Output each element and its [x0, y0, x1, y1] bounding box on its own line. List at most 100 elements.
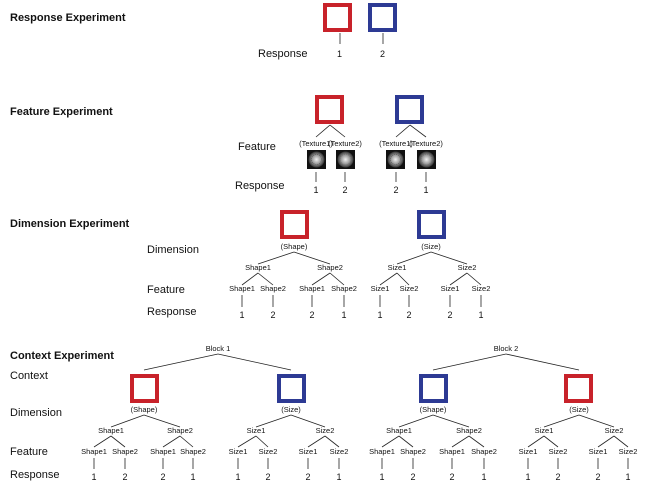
tree-edge — [398, 414, 434, 428]
tree-edge — [468, 435, 485, 448]
tree-edge — [162, 435, 181, 448]
response-value: 2 — [406, 310, 411, 320]
texture-label: (Texture1) — [379, 139, 413, 148]
blue-stimulus-square — [368, 3, 397, 32]
response-value: 1 — [423, 185, 428, 195]
feature-node: Shape2 — [180, 447, 206, 456]
response-value: 2 — [393, 185, 398, 195]
response-value: 2 — [265, 472, 270, 482]
texture-label: (Texture2) — [328, 139, 362, 148]
radial-texture-icon — [307, 150, 326, 169]
response-value: 1 — [478, 310, 483, 320]
response-value: 1 — [377, 310, 382, 320]
level2-node: Size1 — [247, 426, 266, 435]
response-value: 1 — [625, 472, 630, 482]
tree-edge — [255, 435, 269, 448]
context-experiment-section: Context Experiment Context Dimension Fea… — [10, 344, 637, 482]
radial-texture-icon — [417, 150, 436, 169]
dimension-row-label: Dimension — [147, 244, 199, 256]
feature-node: Size2 — [400, 284, 419, 293]
tree-edge — [237, 435, 257, 448]
tree-edge — [290, 414, 326, 428]
response-value: 2 — [447, 310, 452, 320]
red-stimulus-square — [323, 3, 352, 32]
response-value: 1 — [336, 472, 341, 482]
response-experiment-title: Response Experiment — [10, 12, 126, 24]
texture-label: (Texture2) — [409, 139, 443, 148]
response-value: 1 — [239, 310, 244, 320]
blue-stimulus-square — [277, 374, 306, 403]
dimension-label: (Shape) — [420, 405, 447, 414]
level2-node: Shape1 — [98, 426, 124, 435]
tree-edge — [329, 124, 346, 138]
response-value: 2 — [555, 472, 560, 482]
tree-edge — [143, 414, 181, 428]
dimension-label: (Size) — [281, 405, 301, 414]
tree-edge — [381, 435, 400, 448]
response-value: 2 — [122, 472, 127, 482]
response-value: 1 — [190, 472, 195, 482]
response-value: 2 — [410, 472, 415, 482]
response-row-label: Response — [10, 469, 60, 481]
level2-node: Shape2 — [317, 263, 343, 272]
tree-edge — [311, 272, 331, 286]
tree-edge — [315, 124, 331, 138]
feature-node: Shape2 — [112, 447, 138, 456]
level2-node: Size1 — [388, 263, 407, 272]
tree-edge — [293, 251, 331, 265]
feature-node: Size1 — [589, 447, 608, 456]
tree-edge — [143, 353, 219, 371]
feature-node: Shape1 — [81, 447, 107, 456]
response-value: 1 — [525, 472, 530, 482]
red-stimulus-square — [130, 374, 159, 403]
tree-edge — [432, 414, 470, 428]
tree-edge — [597, 435, 615, 448]
dimension-label: (Shape) — [281, 242, 308, 251]
response-value: 2 — [305, 472, 310, 482]
dimension-label: (Size) — [421, 242, 441, 251]
context-experiment-title: Context Experiment — [10, 350, 114, 362]
feature-node: Size1 — [371, 284, 390, 293]
feature-node: Size2 — [472, 284, 491, 293]
tree-edge — [307, 435, 326, 448]
response-value: 2 — [309, 310, 314, 320]
response-row-label: Response — [235, 180, 285, 192]
response-value: 2 — [595, 472, 600, 482]
feature-node: Size2 — [619, 447, 638, 456]
blue-stimulus-square — [419, 374, 448, 403]
level2-node: Shape1 — [245, 263, 271, 272]
texture-label: (Texture1) — [299, 139, 333, 148]
context-row-label: Context — [10, 370, 48, 382]
response-row-label: Response — [147, 306, 197, 318]
tree-edge — [466, 272, 482, 286]
level2-node: Shape2 — [167, 426, 193, 435]
tree-edge — [257, 272, 274, 286]
radial-texture-icon — [336, 150, 355, 169]
tree-edge — [451, 435, 470, 448]
response-value: 2 — [449, 472, 454, 482]
response-value: 1 — [379, 472, 384, 482]
tree-edge — [613, 435, 629, 448]
tree-edge — [430, 251, 468, 265]
blue-stimulus-square — [395, 95, 424, 124]
feature-node: Shape2 — [260, 284, 286, 293]
feature-row-label: Feature — [238, 141, 276, 153]
blue-stimulus-square — [417, 210, 446, 239]
block-label: Block 2 — [494, 344, 519, 353]
feature-node: Size2 — [259, 447, 278, 456]
dimension-row-label: Dimension — [10, 407, 62, 419]
feature-node: Size2 — [549, 447, 568, 456]
tree-edge — [241, 272, 259, 286]
level2-node: Shape1 — [386, 426, 412, 435]
response-value: 1 — [337, 49, 342, 59]
level2-node: Size2 — [605, 426, 624, 435]
level2-node: Size1 — [535, 426, 554, 435]
response-value: 2 — [380, 49, 385, 59]
feature-node: Size1 — [299, 447, 318, 456]
response-value: 2 — [270, 310, 275, 320]
tree-edge — [255, 414, 292, 428]
feature-node: Shape1 — [439, 447, 465, 456]
red-stimulus-square — [315, 95, 344, 124]
feature-row-label: Feature — [147, 284, 185, 296]
